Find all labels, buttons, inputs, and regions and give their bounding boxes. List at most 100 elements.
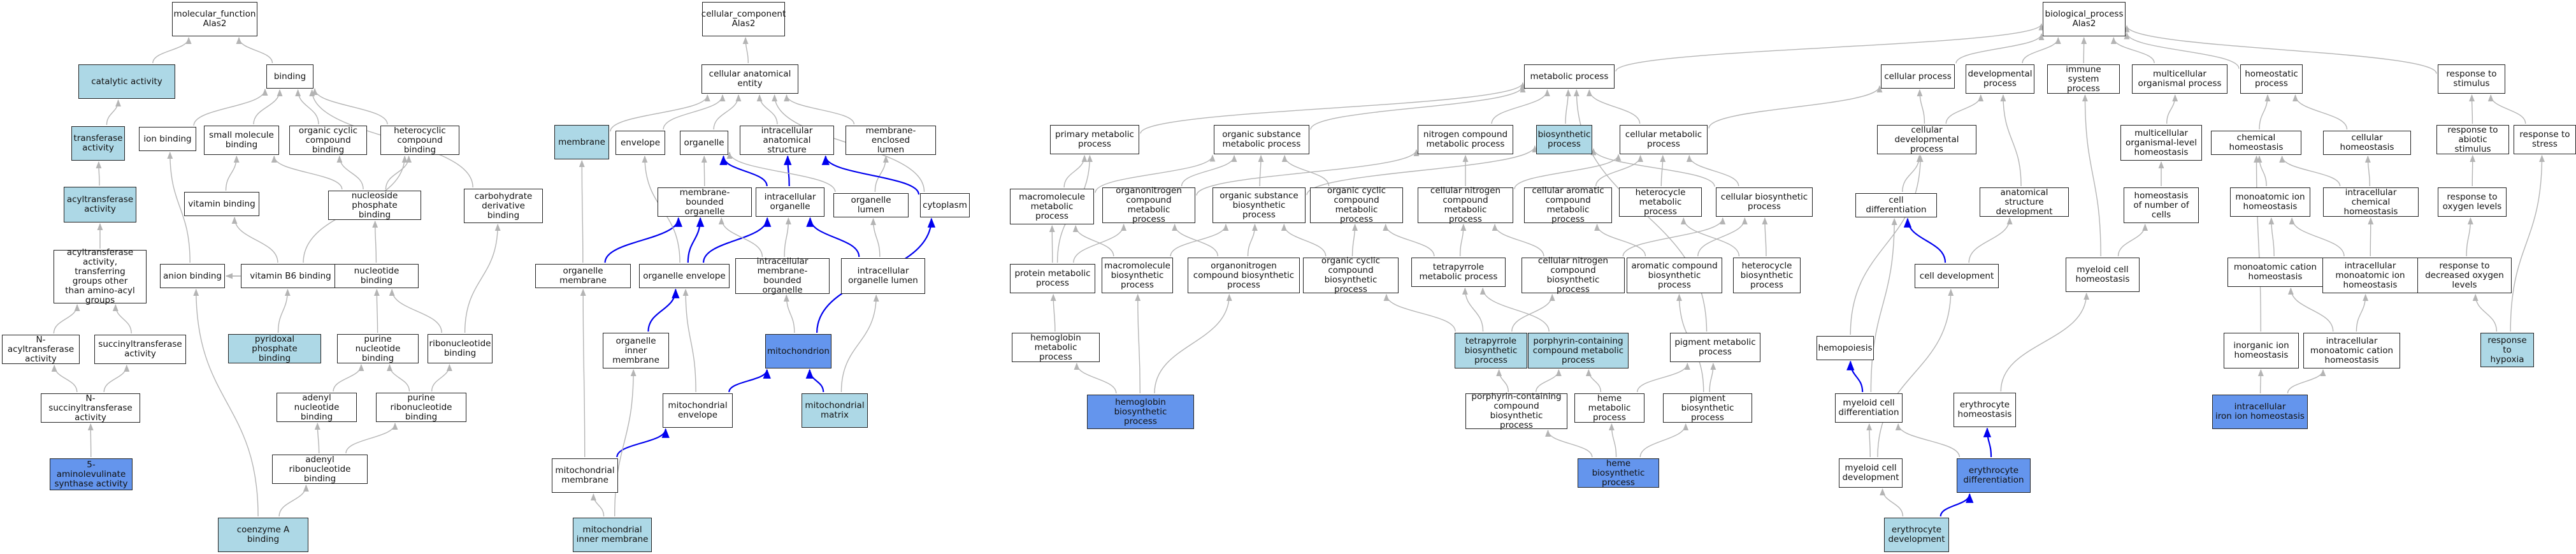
go-term-node-trans[interactable]: transferase activity <box>71 126 125 161</box>
go-term-node-intlumen[interactable]: intracellular organelle lumen <box>841 258 925 294</box>
go-term-node-orglumen[interactable]: organelle lumen <box>833 193 909 217</box>
go-term-node-organelle[interactable]: organelle <box>680 131 728 155</box>
go-term-node-biosyn[interactable]: biosynthetic process <box>1536 125 1592 154</box>
go-term-node-purnuc[interactable]: purine nucleotide binding <box>337 334 419 363</box>
go-term-node-vitb6[interactable]: vitamin B6 binding <box>241 264 340 288</box>
go-term-node-ribonuc[interactable]: ribonucleotide binding <box>428 334 493 363</box>
go-term-node-multihomeo[interactable]: multicellular organismal-level homeostas… <box>2120 125 2202 161</box>
go-term-node-melumen[interactable]: membrane-enclosed lumen <box>845 126 936 155</box>
go-term-node-cc[interactable]: cellular_component Alas2 <box>702 2 786 36</box>
go-term-node-cellhomeo[interactable]: cellular homeostasis <box>2323 131 2411 155</box>
go-term-node-primary[interactable]: primary metabolic process <box>1050 125 1139 154</box>
go-term-node-pyr[interactable]: pyridoxal phosphate binding <box>228 334 321 363</box>
go-term-node-aromatic[interactable]: aromatic compound biosynthetic process <box>1627 258 1722 293</box>
go-term-node-respabio[interactable]: response to abiotic stimulus <box>2436 125 2509 154</box>
go-term-node-erythdev[interactable]: erythrocyte development <box>1884 518 1949 552</box>
go-term-node-adenuc[interactable]: adenyl nucleotide binding <box>277 393 357 422</box>
go-term-node-orginner[interactable]: organelle inner membrane <box>603 333 669 368</box>
go-term-node-porphbio[interactable]: porphyrin-containing compound biosynthet… <box>1465 392 1567 430</box>
go-term-node-ias[interactable]: intracellular anatomical structure <box>740 126 834 155</box>
go-term-node-mito[interactable]: mitochondrion <box>765 334 831 368</box>
go-term-node-erythhomeo[interactable]: erythrocyte homeostasis <box>1954 393 2016 427</box>
go-term-node-cellproc[interactable]: cellular process <box>1881 64 1955 89</box>
go-term-node-smallmol[interactable]: small molecule binding <box>204 126 279 155</box>
go-term-node-tetramet[interactable]: tetrapyrrole metabolic process <box>1411 258 1506 287</box>
go-term-node-cellarom[interactable]: cellular aromatic compound metabolic pro… <box>1524 186 1612 224</box>
go-term-node-envelope[interactable]: envelope <box>615 131 665 155</box>
go-term-node-hbmet[interactable]: hemoglobin metabolic process <box>1012 333 1100 362</box>
go-term-node-coa[interactable]: coenzyme A binding <box>218 518 308 552</box>
go-term-node-ala[interactable]: 5-aminolevulinate synthase activity <box>50 458 133 490</box>
go-term-node-inorganic[interactable]: inorganic ion homeostasis <box>2224 333 2299 368</box>
go-term-node-hemebio[interactable]: heme biosynthetic process <box>1578 458 1659 488</box>
go-term-node-cyto[interactable]: cytoplasm <box>920 193 970 217</box>
go-term-node-intiron[interactable]: intracellular iron ion homeostasis <box>2212 395 2308 429</box>
go-term-node-nitro[interactable]: nitrogen compound metabolic process <box>1418 125 1513 154</box>
go-term-node-celldevproc[interactable]: cellular developmental process <box>1877 125 1976 154</box>
go-term-node-hetcyc[interactable]: heterocyclic compound binding <box>380 126 459 155</box>
go-term-node-succ[interactable]: succinyltransferase activity <box>94 335 186 364</box>
go-term-node-orgmem[interactable]: organelle membrane <box>535 264 631 288</box>
go-term-node-respstress[interactable]: response to stress <box>2514 125 2576 154</box>
go-term-node-orgenv[interactable]: organelle envelope <box>639 264 730 288</box>
go-term-node-respdecoxy[interactable]: response to decreased oxygen levels <box>2417 258 2512 293</box>
go-term-node-mf[interactable]: molecular_function Alas2 <box>172 2 257 36</box>
go-term-node-mbo[interactable]: membrane-bounded organelle <box>658 187 752 217</box>
go-term-node-multiorg[interactable]: multicellular organismal process <box>2132 64 2227 94</box>
go-term-node-hememet[interactable]: heme metabolic process <box>1574 393 1644 423</box>
go-term-node-orgsub[interactable]: organic substance metabolic process <box>1214 125 1309 154</box>
go-term-node-nacyl[interactable]: N-acyltransferase activity <box>2 335 80 364</box>
go-term-node-myeloiddev[interactable]: myeloid cell development <box>1839 458 1903 488</box>
go-term-node-bp[interactable]: biological_process Alas2 <box>2043 2 2126 36</box>
go-term-node-orgcycbio[interactable]: organic cyclic compound biosynthetic pro… <box>1303 256 1399 295</box>
go-term-node-tetrabio[interactable]: tetrapyrrole biosynthetic process <box>1455 333 1527 368</box>
go-term-node-cat[interactable]: catalytic activity <box>78 64 175 99</box>
go-term-node-hetcycmet[interactable]: heterocycle metabolic process <box>1619 187 1702 217</box>
go-term-node-macrobio[interactable]: macromolecule biosynthetic process <box>1102 258 1173 293</box>
go-term-node-membrane[interactable]: membrane <box>554 125 609 159</box>
go-term-node-metab[interactable]: metabolic process <box>1524 64 1615 89</box>
go-term-node-nucphos[interactable]: nucleoside phosphate binding <box>328 191 421 220</box>
go-term-node-acylother[interactable]: acyltransferase activity, transferring g… <box>54 248 147 305</box>
go-term-node-immune[interactable]: immune system process <box>2047 64 2120 94</box>
go-term-node-mitomat[interactable]: mitochondrial matrix <box>802 393 868 428</box>
go-term-node-homeocells[interactable]: homeostasis of number of cells <box>2124 187 2199 223</box>
go-term-node-devproc[interactable]: developmental process <box>1966 64 2034 94</box>
go-term-node-mitomem[interactable]: mitochondrial membrane <box>552 458 618 493</box>
go-term-node-pigbio[interactable]: pigment biosynthetic process <box>1663 393 1752 423</box>
go-term-node-orgnitro[interactable]: organonitrogen compound metabolic proces… <box>1102 186 1195 224</box>
go-term-node-nsucc[interactable]: N-succinyltransferase activity <box>41 393 140 423</box>
go-term-node-pigmet[interactable]: pigment metabolic process <box>1670 333 1760 362</box>
go-term-node-monocation[interactable]: monoatomic cation homeostasis <box>2227 258 2323 287</box>
go-term-node-cellnitro[interactable]: cellular nitrogen compound metabolic pro… <box>1418 186 1513 224</box>
go-term-node-erythdiff[interactable]: erythrocyte differentiation <box>1957 458 2031 493</box>
go-term-node-mitoinner[interactable]: mitochondrial inner membrane <box>573 518 652 552</box>
go-term-node-cellmet[interactable]: cellular metabolic process <box>1620 125 1708 154</box>
go-term-node-protmet[interactable]: protein metabolic process <box>1010 264 1095 293</box>
go-term-node-respstim[interactable]: response to stimulus <box>2438 64 2505 94</box>
go-term-node-orgnitrobio[interactable]: organonitrogen compound biosynthetic pro… <box>1188 258 1300 293</box>
go-term-node-ion[interactable]: ion binding <box>139 127 196 151</box>
go-term-node-purribo[interactable]: purine ribonucleotide binding <box>376 393 466 422</box>
go-term-node-myeloidhomeo[interactable]: myeloid cell homeostasis <box>2066 258 2140 292</box>
go-term-node-cellbio[interactable]: cellular biosynthetic process <box>1716 187 1813 217</box>
go-term-node-celldiff[interactable]: cell differentiation <box>1855 193 1937 217</box>
go-term-node-macromet[interactable]: macromolecule metabolic process <box>1010 189 1094 224</box>
go-term-node-binding[interactable]: binding <box>266 64 313 89</box>
go-term-node-orgcyc[interactable]: organic cyclic compound binding <box>289 126 367 155</box>
go-term-node-mitoenv[interactable]: mitochondrial envelope <box>663 393 733 428</box>
go-term-node-celldev[interactable]: cell development <box>1915 264 1999 288</box>
go-term-node-intorg[interactable]: intracellular organelle <box>756 187 824 217</box>
go-term-node-respoxy[interactable]: response to oxygen levels <box>2438 187 2507 217</box>
go-term-node-orgsubbio[interactable]: organic substance biosynthetic process <box>1212 187 1306 223</box>
go-term-node-porphmet[interactable]: porphyrin-containing compound metabolic … <box>1528 333 1629 368</box>
go-term-node-carb[interactable]: carbohydrate derivative binding <box>464 189 543 223</box>
go-term-node-hemopoiesis[interactable]: hemopoiesis <box>1817 336 1874 360</box>
go-term-node-intmonocat[interactable]: intracellular monoatomic cation homeosta… <box>2303 333 2400 368</box>
go-term-node-cellnitrobio[interactable]: cellular nitrogen compound biosynthetic … <box>1522 256 1625 295</box>
go-term-node-orgcycmet[interactable]: organic cyclic compound metabolic proces… <box>1310 186 1403 224</box>
go-term-node-acyl[interactable]: acyltransferase activity <box>64 187 136 222</box>
go-term-node-monoion[interactable]: monoatomic ion homeostasis <box>2230 187 2310 217</box>
go-term-node-aderibo[interactable]: adenyl ribonucleotide binding <box>272 455 368 484</box>
go-term-node-hypoxia[interactable]: response to hypoxia <box>2480 333 2534 367</box>
